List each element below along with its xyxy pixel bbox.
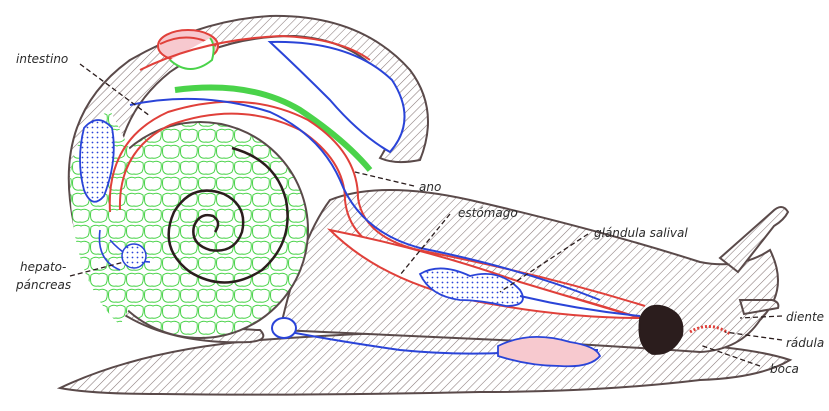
label-radula: rádula	[786, 336, 824, 350]
label-hepatopancreas-line1: hepato-	[20, 258, 66, 276]
label-intestino: intestino	[16, 52, 68, 66]
label-diente: diente	[786, 310, 824, 324]
label-estomago: estómago	[458, 206, 518, 220]
label-boca: boca	[770, 362, 799, 376]
ganglion	[272, 318, 296, 338]
label-ano: ano	[419, 180, 441, 194]
snail-body	[280, 190, 778, 352]
label-glandula-salival: glándula salival	[594, 226, 688, 240]
label-hepatopancreas-line2: páncreas	[16, 276, 71, 294]
lower-tentacle	[740, 300, 778, 314]
